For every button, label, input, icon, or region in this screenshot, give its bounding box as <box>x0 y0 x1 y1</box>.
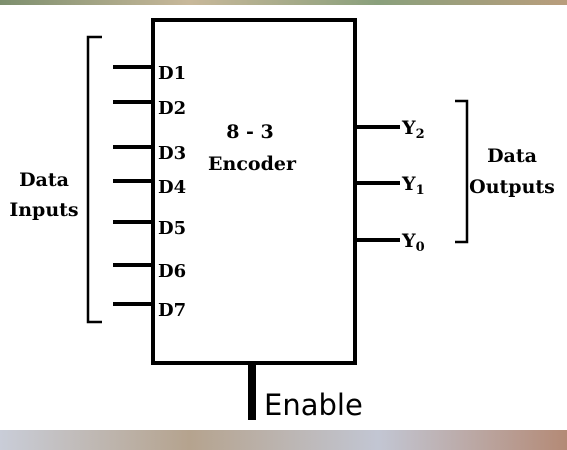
output-group-label-line1: Data <box>487 145 537 167</box>
input-label-d4: D4 <box>158 177 186 198</box>
output-group-label-line2: Outputs <box>469 176 555 198</box>
input-group-label-line1: Data <box>19 169 69 191</box>
input-label-d3: D3 <box>158 143 186 164</box>
encoder-block <box>151 18 357 365</box>
output-subscript: 1 <box>416 183 425 198</box>
output-label-y1: Y1 <box>401 173 425 198</box>
output-label-y2: Y2 <box>401 117 425 142</box>
output-subscript: 2 <box>416 127 425 142</box>
output-label-y0: Y0 <box>401 230 425 255</box>
background-bottom-strip <box>0 430 567 450</box>
input-bracket <box>86 35 102 324</box>
input-label-d7: D7 <box>158 300 186 321</box>
output-bracket <box>455 99 469 244</box>
enable-label: Enable <box>264 388 363 422</box>
output-subscript: 0 <box>416 240 425 255</box>
output-letter: Y <box>401 230 416 252</box>
block-title-line2: Encoder <box>208 153 297 175</box>
input-label-d1: D1 <box>158 63 186 84</box>
input-label-d2: D2 <box>158 98 186 119</box>
output-letter: Y <box>401 117 416 139</box>
input-group-label-line2: Inputs <box>9 199 78 221</box>
output-letter: Y <box>401 173 416 195</box>
input-label-d6: D6 <box>158 261 186 282</box>
block-title-line1: 8 - 3 <box>226 121 274 143</box>
background-top-strip <box>0 0 567 5</box>
input-label-d5: D5 <box>158 218 186 239</box>
